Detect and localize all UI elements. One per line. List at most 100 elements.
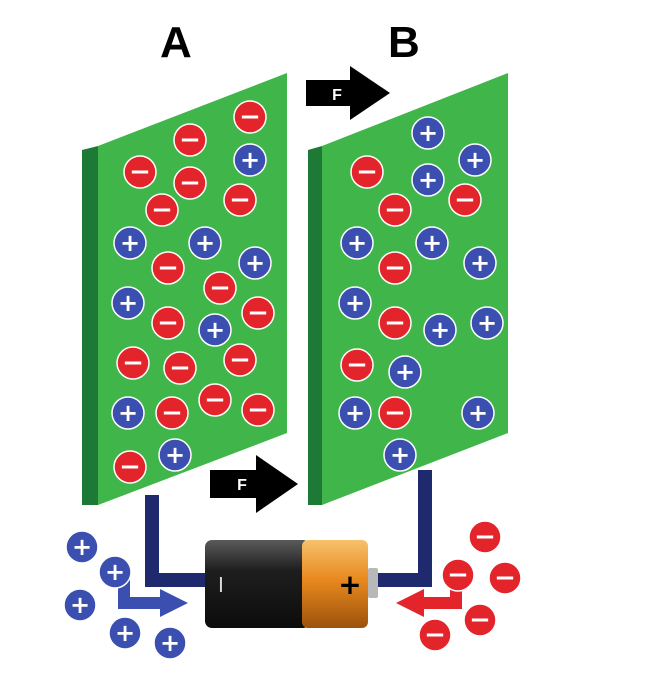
negative-charge-outside-2: − — [488, 561, 522, 595]
positive-charge-plate-b-0: + — [411, 116, 445, 150]
negative-charge-symbol: − — [384, 308, 406, 338]
positive-charge-outside-0: + — [65, 530, 99, 564]
force-arrow-top-label: F — [332, 87, 342, 104]
positive-charge-plate-b-3: + — [340, 226, 374, 260]
negative-charge-plate-a-7: − — [203, 271, 237, 305]
negative-charge-plate-a-10: − — [116, 346, 150, 380]
positive-charge-symbol: + — [465, 146, 485, 174]
negative-charge-symbol: − — [161, 398, 183, 428]
wire-left — [145, 495, 215, 587]
negative-charge-symbol: − — [474, 522, 496, 552]
negative-charge-plate-a-0: − — [233, 100, 267, 134]
positive-charge-plate-a-5: + — [198, 313, 232, 347]
negative-charge-outside-1: − — [441, 558, 475, 592]
positive-charge-plate-a-3: + — [238, 246, 272, 280]
positive-charge-symbol: + — [205, 316, 225, 344]
negative-charge-symbol: − — [247, 298, 269, 328]
positive-charge-plate-a-7: + — [158, 438, 192, 472]
battery-nub — [368, 568, 378, 598]
positive-charge-plate-b-12: + — [383, 438, 417, 472]
negative-charge-plate-a-6: − — [151, 251, 185, 285]
negative-charge-symbol: − — [346, 350, 368, 380]
negative-charge-symbol: − — [229, 185, 251, 215]
positive-charge-symbol: + — [160, 629, 180, 657]
negative-charge-plate-a-15: − — [241, 393, 275, 427]
negative-charge-symbol: − — [384, 398, 406, 428]
negative-charge-symbol: − — [179, 168, 201, 198]
negative-charge-plate-a-5: − — [223, 183, 257, 217]
battery-negative-terminal: I — [218, 573, 224, 597]
negative-charge-symbol: − — [424, 620, 446, 650]
negative-charge-symbol: − — [239, 102, 261, 132]
negative-charge-symbol: − — [169, 353, 191, 383]
positive-charge-plate-a-0: + — [233, 143, 267, 177]
positive-charge-plate-b-2: + — [411, 163, 445, 197]
negative-charge-plate-a-9: − — [151, 306, 185, 340]
positive-charge-plate-a-1: + — [113, 226, 147, 260]
positive-charge-symbol: + — [395, 358, 415, 386]
negative-charge-plate-a-4: − — [145, 193, 179, 227]
positive-charge-plate-b-4: + — [415, 226, 449, 260]
positive-charge-symbol: + — [118, 289, 138, 317]
positive-charge-plate-b-10: + — [338, 396, 372, 430]
negative-charge-plate-a-12: − — [223, 343, 257, 377]
force-arrow-bottom-label: F — [237, 477, 247, 494]
positive-charge-symbol: + — [105, 558, 125, 586]
negative-charge-plate-b-6: − — [378, 396, 412, 430]
positive-charge-symbol: + — [345, 399, 365, 427]
battery-body — [205, 540, 310, 628]
battery: I + — [205, 540, 378, 628]
positive-charge-outside-1: + — [98, 555, 132, 589]
positive-charge-outside-3: + — [108, 616, 142, 650]
force-arrow-bottom: F — [210, 455, 298, 513]
negative-charge-symbol: − — [209, 273, 231, 303]
plate-b-edge — [308, 146, 322, 505]
force-arrow-top: F — [306, 66, 390, 120]
positive-charge-symbol: + — [470, 249, 490, 277]
positive-charge-symbol: + — [120, 229, 140, 257]
positive-charge-symbol: + — [418, 166, 438, 194]
negative-charge-symbol: − — [151, 195, 173, 225]
positive-charge-plate-b-9: + — [388, 355, 422, 389]
positive-charge-symbol: + — [195, 229, 215, 257]
negative-charge-symbol: − — [384, 195, 406, 225]
positive-charge-symbol: + — [430, 316, 450, 344]
positive-charge-plate-b-7: + — [423, 313, 457, 347]
negative-charge-symbol: − — [157, 308, 179, 338]
positive-charge-symbol: + — [477, 309, 497, 337]
negative-charge-plate-b-4: − — [378, 306, 412, 340]
negative-charge-symbol: − — [204, 385, 226, 415]
negative-charge-outside-3: − — [463, 603, 497, 637]
negative-charge-outside-0: − — [468, 520, 502, 554]
positive-charge-symbol: + — [468, 399, 488, 427]
charges-layer: −−−−−−−−−−−−−−−−−++++++++−−−−−−−++++++++… — [63, 100, 522, 660]
positive-charge-symbol: + — [422, 229, 442, 257]
negative-charge-symbol: − — [119, 452, 141, 482]
negative-charge-symbol: − — [179, 125, 201, 155]
plate-a-edge — [82, 146, 98, 505]
negative-charge-outside-4: − — [418, 618, 452, 652]
positive-charge-plate-a-2: + — [188, 226, 222, 260]
negative-charge-plate-a-3: − — [173, 166, 207, 200]
negative-charge-symbol: − — [157, 253, 179, 283]
negative-charge-plate-a-11: − — [163, 351, 197, 385]
positive-charge-symbol: + — [240, 146, 260, 174]
positive-charge-symbol: + — [390, 441, 410, 469]
negative-charge-plate-a-2: − — [123, 155, 157, 189]
positive-charge-plate-a-6: + — [111, 396, 145, 430]
negative-charge-symbol: − — [122, 348, 144, 378]
positive-charge-symbol: + — [245, 249, 265, 277]
positive-charge-symbol: + — [345, 289, 365, 317]
negative-charge-plate-b-2: − — [448, 183, 482, 217]
positive-charge-plate-a-4: + — [111, 286, 145, 320]
negative-charge-symbol: − — [494, 563, 516, 593]
negative-charge-plate-b-1: − — [378, 193, 412, 227]
negative-charge-plate-b-0: − — [350, 155, 384, 189]
negative-charge-plate-b-5: − — [340, 348, 374, 382]
positive-charge-plate-b-8: + — [470, 306, 504, 340]
negative-charge-symbol: − — [447, 560, 469, 590]
battery-positive-terminal: + — [338, 568, 361, 601]
positive-charge-symbol: + — [70, 591, 90, 619]
plate-a-label: A — [160, 18, 192, 67]
